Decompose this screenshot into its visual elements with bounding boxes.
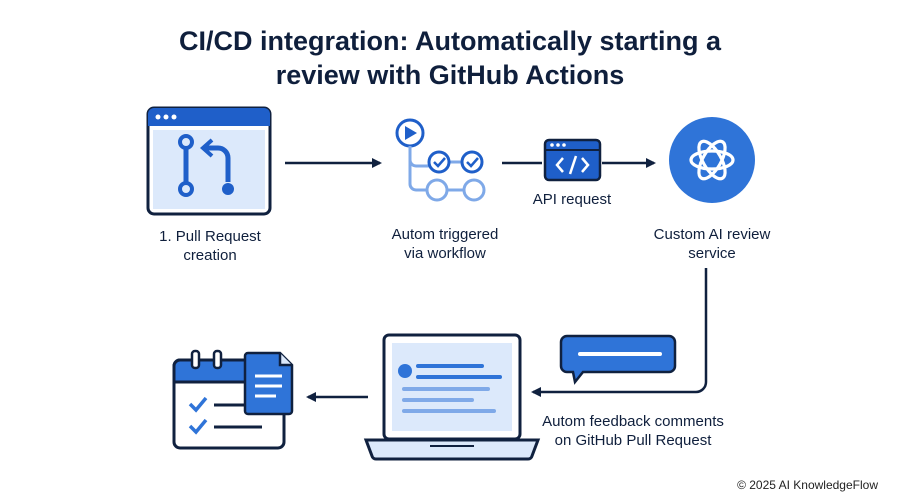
label-ai-service: Custom AI review service — [622, 225, 802, 263]
label-triggered-line-2: via workflow — [404, 245, 486, 262]
label-pull-request-line-1: 1. Pull Request — [159, 228, 261, 245]
copyright-footer: © 2025 AI KnowledgeFlow — [737, 478, 878, 492]
calendar-checklist-icon — [172, 349, 294, 450]
label-feedback: Autom feedback comments on GitHub Pull R… — [528, 412, 738, 450]
workflow-icon — [395, 118, 486, 202]
laptop-icon — [363, 333, 541, 461]
label-feedback-line-2: on GitHub Pull Request — [554, 432, 712, 449]
diagram-title: CI/CD integration: Automatically startin… — [0, 24, 900, 92]
title-line-1: CI/CD integration: Automatically startin… — [178, 26, 722, 56]
code-window-icon — [543, 138, 602, 182]
git-pull-request-icon — [146, 106, 272, 216]
label-pull-request-line-2: creation — [183, 247, 237, 264]
openai-logo-icon — [669, 117, 755, 203]
arrow-ai-to-laptop — [531, 268, 708, 397]
chat-bubble-icon — [559, 334, 677, 385]
label-ai-service-line-1: Custom AI review — [653, 226, 771, 243]
label-ai-service-line-2: service — [688, 245, 736, 262]
label-api-request-text: API request — [532, 191, 612, 208]
label-api-request: API request — [512, 190, 632, 209]
label-triggered: Autom triggered via workflow — [365, 225, 525, 263]
label-feedback-line-1: Autom feedback comments — [542, 413, 724, 430]
label-pull-request: 1. Pull Request creation — [130, 227, 290, 265]
title-line-2: review with GitHub Actions — [275, 60, 625, 90]
label-triggered-line-1: Autom triggered — [391, 226, 499, 243]
